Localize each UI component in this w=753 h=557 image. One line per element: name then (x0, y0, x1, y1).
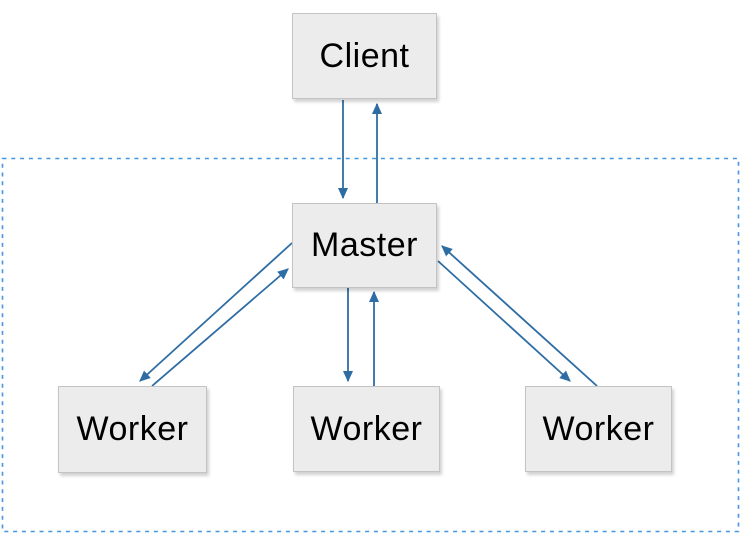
node-worker-middle-label: Worker (310, 409, 423, 448)
node-worker-left-label: Worker (76, 410, 189, 448)
node-worker-left: Worker (58, 386, 207, 473)
edge-master-to-worker-right (437, 260, 571, 382)
node-worker-middle: Worker (293, 386, 440, 472)
edge-worker-right-to-master (441, 245, 598, 387)
edge-worker-left-to-master (151, 268, 289, 387)
node-client-label: Client (319, 36, 410, 75)
node-master-label: Master (311, 226, 418, 264)
edge-master-to-worker-left (139, 242, 293, 382)
node-master: Master (292, 203, 437, 288)
node-worker-right-label: Worker (542, 409, 655, 448)
node-client: Client (292, 13, 437, 99)
node-worker-right: Worker (525, 386, 672, 472)
